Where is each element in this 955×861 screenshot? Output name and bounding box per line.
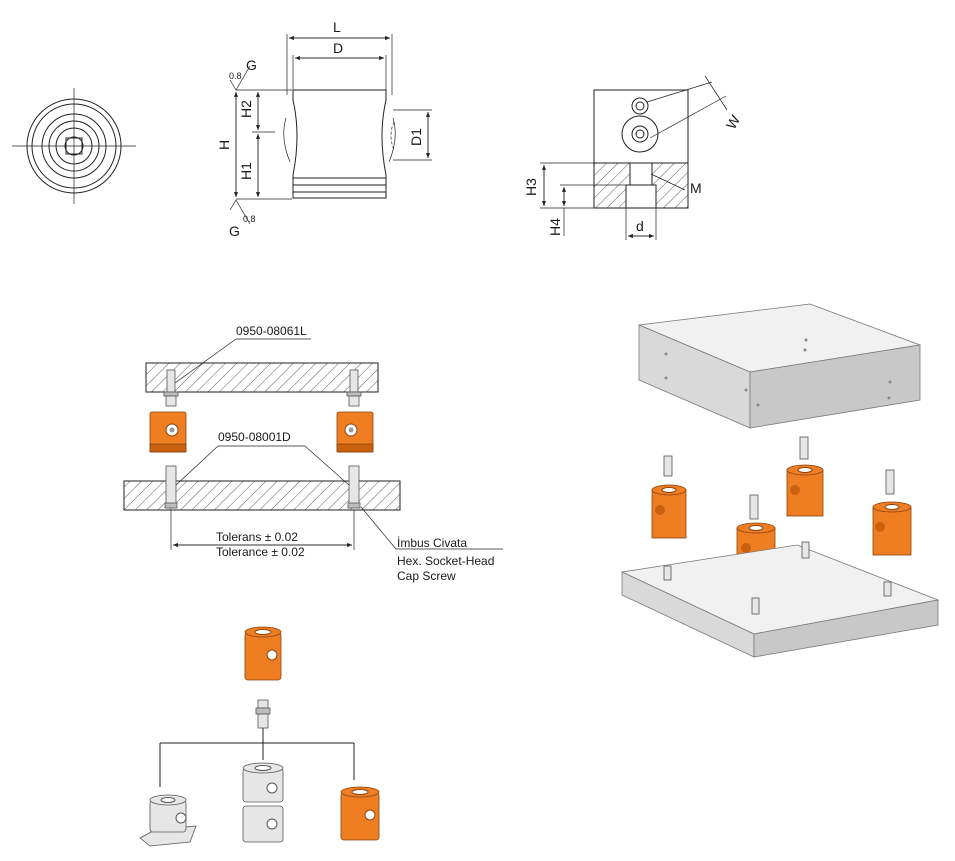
top-part-code: 0950-08061L	[236, 324, 307, 338]
variant-steel-stack	[242, 762, 284, 843]
top-pin-left	[163, 369, 179, 407]
section-view: W M H3 H4 d	[523, 75, 744, 240]
side-elevation: L D 0.8 G 0.8 G H H2 H1	[216, 19, 432, 239]
orange-block-left	[149, 411, 187, 453]
dim-H-label: H	[216, 140, 232, 150]
orange-block-3d-1	[651, 484, 687, 539]
variant-bottom-orange	[340, 786, 380, 841]
assembly-section: 0950-08061L 0950-08001D	[123, 324, 503, 583]
dim-H3-label: H3	[523, 178, 539, 196]
bottom-pin-right	[347, 465, 361, 509]
tolerance-en: Tolerance ± 0.02	[216, 545, 305, 559]
dim-D-label: D	[333, 40, 343, 56]
top-view-circle	[12, 88, 136, 204]
tolerance-tr: Tolerans ± 0.02	[216, 530, 298, 544]
orange-block-3d-3	[872, 501, 912, 556]
variant-tree	[139, 626, 380, 847]
variant-connecting-pin	[255, 699, 271, 729]
roughness-bottom: 0.8	[243, 214, 256, 224]
variant-top-orange	[244, 626, 282, 681]
exploded-3d-view	[620, 303, 940, 658]
bottom-part-code: 0950-08001D	[218, 430, 291, 444]
screw-label-en-1: Hex. Socket-Head	[397, 554, 494, 568]
dim-H2-label: H2	[238, 100, 254, 118]
variant-base-clamp	[139, 794, 197, 847]
dim-H4-label: H4	[547, 218, 563, 236]
screw-label-en-2: Cap Screw	[397, 569, 456, 583]
dim-L-label: L	[333, 19, 341, 35]
dim-W-label: W	[723, 112, 744, 132]
dim-D1-label: D1	[408, 128, 424, 146]
screw-label-tr: İmbus Civata	[397, 536, 467, 550]
dim-G-bottom-label: G	[229, 223, 240, 239]
orange-block-3d-2	[786, 464, 824, 517]
dim-d-label: d	[636, 218, 644, 234]
dim-M-label: M	[690, 180, 702, 196]
orange-block-right	[336, 411, 374, 453]
bottom-pin-left	[164, 465, 178, 509]
top-pin-right	[346, 369, 362, 407]
dim-H1-label: H1	[238, 162, 254, 180]
dim-G-top-label: G	[246, 57, 257, 73]
roughness-top: 0.8	[229, 71, 242, 81]
